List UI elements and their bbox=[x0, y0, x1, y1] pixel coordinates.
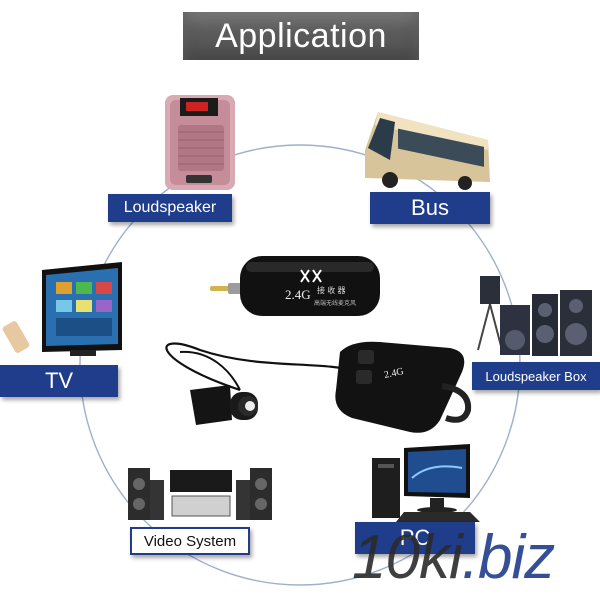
receiver-chinese-bottom: 高端无线麦克风 bbox=[314, 301, 357, 307]
tv-icon bbox=[2, 262, 122, 356]
bus-icon bbox=[365, 112, 490, 190]
application-title: Application bbox=[215, 16, 387, 55]
lavalier-microphone bbox=[165, 342, 361, 425]
video-system-icon bbox=[128, 468, 272, 520]
portable-loudspeaker-icon bbox=[165, 95, 235, 190]
label-pc: PC bbox=[355, 522, 475, 554]
receiver-logo bbox=[298, 268, 328, 284]
label-loudspeaker-box: Loudspeaker Box bbox=[472, 362, 600, 390]
receiver-chinese-top: 接 收 器 bbox=[317, 286, 346, 295]
label-loudspeaker: Loudspeaker bbox=[108, 194, 232, 222]
label-video-system: Video System bbox=[130, 527, 250, 555]
receiver-frequency: 2.4G bbox=[285, 287, 311, 302]
transmitter-device bbox=[335, 341, 472, 433]
watermark: 10ki.biz bbox=[352, 523, 555, 592]
label-tv: TV bbox=[0, 365, 118, 397]
pc-icon bbox=[372, 444, 480, 522]
loudspeaker-box-icon bbox=[477, 276, 592, 356]
application-title-bar: Application bbox=[183, 12, 419, 60]
label-bus: Bus bbox=[370, 192, 490, 224]
receiver-dongle bbox=[210, 256, 380, 316]
